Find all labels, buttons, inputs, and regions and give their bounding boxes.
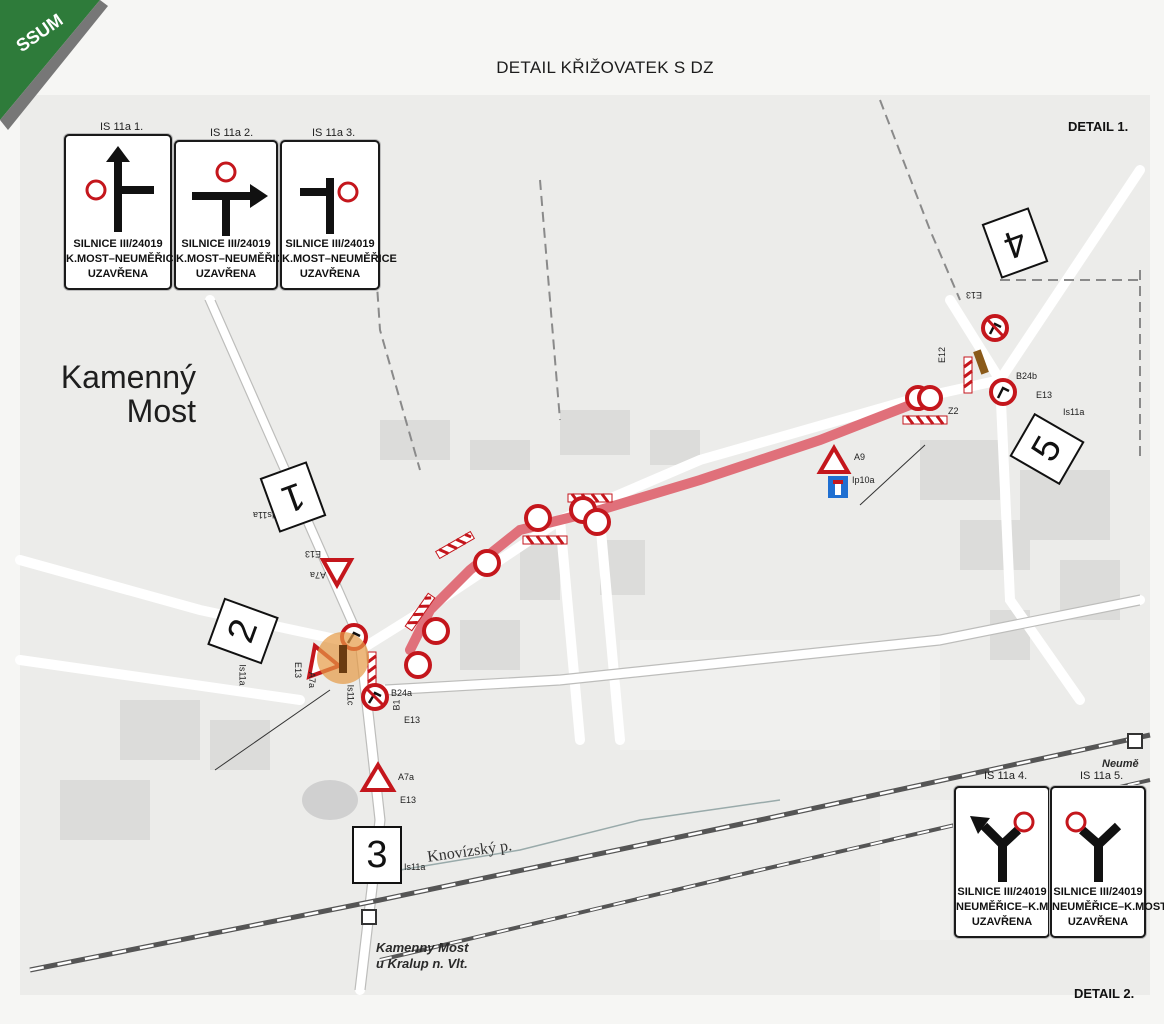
label-e12: E12 [937,346,948,364]
label-b24a: B24a [391,688,413,698]
sign-line: K.MOST–NEUMĚŘICE [66,253,181,265]
label-a9: A9 [854,452,866,462]
town-line-1: Kamenný [60,359,196,395]
page-title: DETAIL KŘIŽOVATEK S DZ [496,58,714,77]
label-is11a: Is11a [237,664,248,686]
sign-code-is11a4: IS 11a 4. [984,770,1028,782]
sign-line: SILNICE III/24019 [285,238,375,250]
location-sign-3: 3 [352,826,402,884]
crossroads-straight-icon [85,146,154,232]
fork-right-icon [1065,811,1122,882]
station-label: Kamenny Most u Kralup n. Vlt. [376,940,468,972]
closed-road-section [405,400,915,655]
company-logo: SSUM [0,0,108,130]
label-e13: E13 [305,549,322,559]
station-line-2: u Kralup n. Vlt. [376,956,468,971]
town-line-2: Most [126,393,196,429]
sign-line: K.MOST–NEUMĚŘICE [176,253,291,265]
label-a7a: A7a [307,671,318,689]
label-is11c: Is11c [345,684,356,706]
sign-line: SILNICE III/24019 [1053,886,1143,898]
sign-line: SILNICE III/24019 [957,886,1047,898]
label-z2: Z2 [948,406,959,416]
no-vehicles-signs [404,385,943,679]
t-junction-left-icon [300,178,359,234]
stream [399,799,781,871]
label-is11a: Is11a [253,510,275,520]
sign-line: SILNICE III/24019 [73,238,163,250]
sign-line: NEUMĚŘICE–K.MOST [1052,901,1164,913]
pond [302,780,358,820]
label-a7a: A7a [398,772,415,782]
sign-line: NEUMĚŘICE–K.MOST [956,901,1071,913]
sign-line: SILNICE III/24019 [181,238,271,250]
station-line-1: Kamenny Most [376,940,469,955]
label-e13: E13 [293,661,304,679]
sign-code-is11a2: IS 11a 2. [210,127,254,139]
label-e13: E13 [404,715,421,725]
detail-label-bottom: DETAIL 2. [1074,986,1135,1001]
fork-left-icon [970,811,1035,882]
sign-code-is11a5: IS 11a 5. [1080,770,1124,782]
label-a7a: A7a [310,570,327,580]
sign-code-is11a1: IS 11a 1. [100,121,144,133]
detail-label-top: DETAIL 1. [1068,119,1129,134]
sign-line: UZAVŘENA [1067,916,1129,928]
sign-code-is11a3: IS 11a 3. [312,127,356,139]
village-label: Neumě [1102,758,1139,770]
label-is11a: Is11a [404,862,426,872]
sign-line: K.MOST–NEUMĚŘICE [282,253,397,265]
label-b24b: B24b [1016,371,1038,381]
label-e13: E13 [400,795,417,805]
crossroads-right-icon [192,161,268,236]
label-b1: B1 [391,699,402,711]
label-ip10a: Ip10a [852,475,875,485]
label-e13: E13 [966,290,983,300]
label-e13: E13 [1036,390,1053,400]
sign-line: UZAVŘENA [87,268,149,280]
label-is11a: Is11a [1063,407,1085,417]
sign-line: UZAVŘENA [299,268,361,280]
sign-line: UZAVŘENA [195,268,257,280]
town-label: Kamenný Most [40,360,196,428]
sign-line: UZAVŘENA [971,916,1033,928]
